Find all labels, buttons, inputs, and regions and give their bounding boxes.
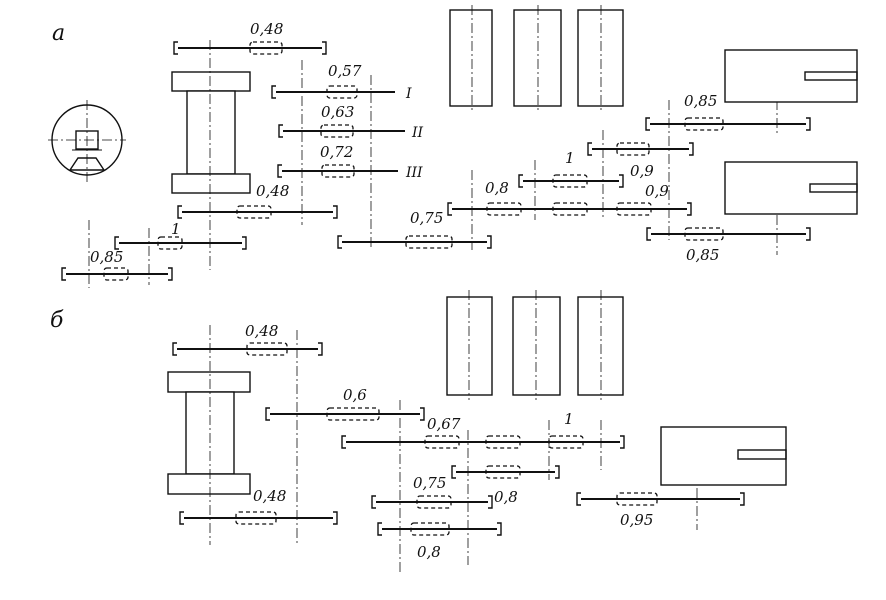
shaft-a7 — [61, 267, 173, 281]
shaft-b4 — [451, 465, 560, 479]
ratio-label: 0,63 — [321, 103, 354, 121]
ratio-label: 0,48 — [253, 487, 286, 505]
ratio-label: 0,48 — [256, 182, 289, 200]
ratio-label: 0,9 — [630, 162, 654, 180]
shaft-a4 — [277, 164, 398, 178]
shaft-b8 — [377, 522, 502, 536]
shaft-b1 — [172, 342, 323, 356]
ratio-label: 0,95 — [620, 511, 653, 529]
ratio-label: 1 — [171, 220, 181, 238]
ratio-label: 0,57 — [328, 62, 362, 80]
shaft-a10 — [518, 174, 624, 188]
panel-a-label: a — [52, 21, 65, 46]
shaft-a12 — [645, 117, 811, 131]
panel-b-label: б — [50, 308, 64, 333]
ratio-label: 0,8 — [494, 488, 518, 506]
ratio-label: 0,75 — [410, 209, 443, 227]
ratio-label: 0,72 — [320, 143, 353, 161]
ratio-label: 0,85 — [686, 246, 719, 264]
drum-b — [167, 325, 251, 545]
roll-stands-b — [446, 290, 624, 400]
ratio-label: 0,75 — [413, 474, 446, 492]
ratio-label: 0,9 — [645, 182, 669, 200]
machine-unit-a-top — [724, 49, 858, 103]
ratio-label: 0,85 — [90, 248, 123, 266]
ratio-label: 0,85 — [684, 92, 717, 110]
shaft-b6 — [179, 511, 338, 525]
ratio-label: 0,48 — [250, 20, 283, 38]
ratio-label: 1 — [565, 149, 575, 167]
ratio-label: 0,48 — [245, 322, 278, 340]
shaft-a13 — [646, 227, 811, 241]
shaft-a8 — [337, 235, 492, 249]
roll-stands-a — [449, 5, 624, 110]
shaft-b3 — [341, 435, 625, 449]
shaft-b7 — [576, 492, 745, 506]
stand-label: II — [411, 125, 424, 141]
ratio-label: 0,6 — [343, 386, 367, 404]
ratio-label: 0,8 — [485, 179, 509, 197]
shaft-a5 — [177, 205, 338, 219]
ratio-label: 0,8 — [417, 543, 441, 561]
shaft-a3 — [278, 124, 405, 138]
drum-a — [171, 40, 251, 270]
shaft-a1 — [173, 41, 327, 55]
machine-unit-b — [660, 426, 787, 486]
shaft-a2 — [271, 85, 395, 99]
ratio-label: 1 — [564, 410, 574, 428]
shaft-b2 — [265, 407, 425, 421]
stand-label: III — [405, 165, 423, 181]
shaft-a9 — [447, 202, 692, 216]
machine-unit-a-bottom — [724, 161, 858, 215]
ratio-label: 0,67 — [427, 415, 461, 433]
shaft-a6 — [114, 236, 247, 250]
shaft-b5 — [371, 495, 493, 509]
motor-icon — [48, 100, 126, 182]
stand-label: I — [405, 86, 412, 102]
shaft-a11 — [587, 142, 694, 156]
